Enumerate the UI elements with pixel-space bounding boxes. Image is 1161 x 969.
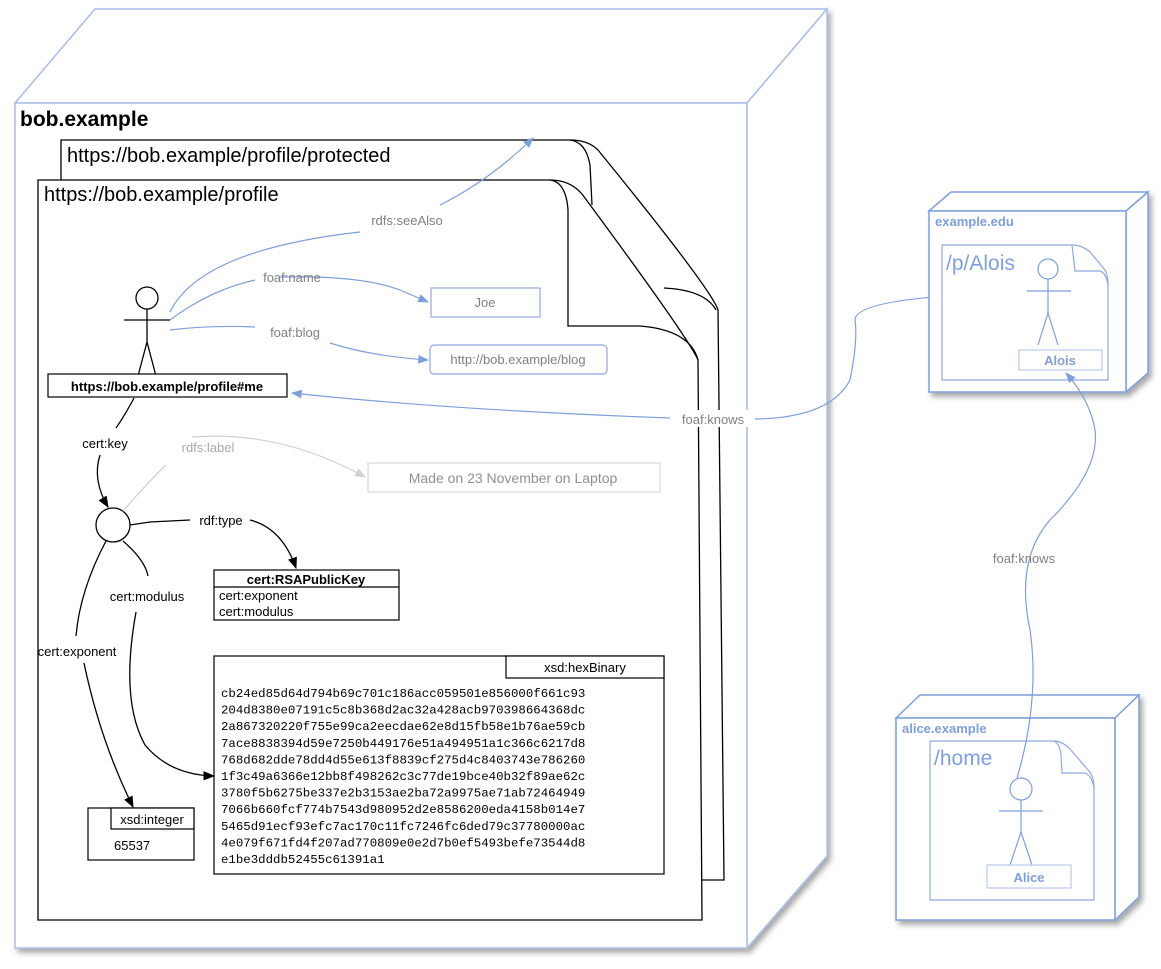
hex-value: cb24ed85d64d794b69c701c186acc059501e8560… (221, 687, 585, 867)
edge-label: rdfs:label (182, 440, 235, 455)
server-label: example.edu (935, 214, 1014, 229)
literal-name: Joe (430, 287, 541, 318)
integer-value: 65537 (114, 838, 150, 853)
document-home[interactable]: /home (929, 740, 1095, 901)
page-fold (569, 139, 593, 206)
edge-label: foaf:blog (270, 325, 320, 340)
edge-foaf-blog: foaf:blog (169, 325, 430, 364)
page-fold-curl (663, 287, 717, 311)
hex-line: 2a867320220f755e99ca2eecdae62e8d15fb58e1… (221, 720, 585, 734)
server-label: alice.example (902, 721, 987, 736)
edge-label: foaf:knows (682, 412, 745, 427)
svg-text:Alice: Alice (1013, 870, 1044, 885)
document-url: https://bob.example/profile/protected (67, 145, 391, 167)
person-icon (124, 286, 170, 377)
page-fold (549, 179, 699, 361)
edge-foaf-name: foaf:name (169, 270, 429, 321)
hex-line: 7066b660fcf774b7543d980952d2e8586200eda4… (221, 803, 585, 817)
edge-foaf-knows-alice-alois: foaf:knows (993, 372, 1097, 779)
datatype-label: xsd:hexBinary (544, 660, 626, 675)
class-rsa-public-key[interactable]: cert:RSAPublicKey cert:exponent cert:mod… (213, 569, 400, 621)
edge-label: rdfs:seeAlso (371, 213, 443, 228)
hex-line: cb24ed85d64d794b69c701c186acc059501e8560… (221, 687, 585, 701)
document-alois[interactable]: /p/Alois (941, 244, 1109, 381)
edge-label: foaf:knows (993, 551, 1056, 566)
person-label-alice[interactable]: Alice (986, 864, 1072, 889)
document-url: https://bob.example/profile (44, 184, 279, 206)
person-label-bob[interactable]: https://bob.example/profile#me (47, 373, 288, 398)
svg-text:https://bob.example/profile#me: https://bob.example/profile#me (71, 379, 263, 394)
key-blank-node[interactable] (95, 507, 131, 543)
document-path: /home (934, 747, 992, 770)
svg-text:Joe: Joe (475, 295, 496, 310)
edge-cert-exponent: cert:exponent (38, 540, 134, 809)
edge-label: cert:modulus (110, 589, 185, 604)
server-bob-example: bob.example https://bob.example/profile/… (13, 6, 829, 951)
server-alice-example: alice.example /home Alice (894, 693, 1141, 922)
datatype-label: xsd:integer (120, 812, 184, 827)
edge-rdfs-label: rdfs:label (122, 435, 366, 512)
svg-text:Made on 23 November on Laptop: Made on 23 November on Laptop (409, 470, 618, 486)
class-attribute: cert:modulus (219, 604, 294, 619)
class-attribute: cert:exponent (219, 588, 298, 603)
svg-text:Alois: Alois (1044, 353, 1076, 368)
server-example-edu: example.edu /p/Alois Alois (926, 190, 1151, 394)
hex-line: 3780f5b6275be337e2b3153ae2ba72a9975ae71a… (221, 787, 585, 801)
hex-line: 768d682dde78dd4d55e613f8839cf275d4c84037… (221, 753, 585, 767)
person-label-alois[interactable]: Alois (1018, 349, 1103, 371)
edge-cert-modulus: cert:modulus (110, 540, 216, 781)
server-side-face (746, 6, 828, 951)
edge-rdf-type: rdf:type (129, 513, 297, 570)
edge-cert-key: cert:key (82, 397, 135, 509)
edge-rdfs-seealso: rdfs:seeAlso (169, 137, 534, 313)
literal-key-label: Made on 23 November on Laptop (367, 462, 661, 493)
class-title: cert:RSAPublicKey (247, 572, 366, 587)
document-path: /p/Alois (946, 252, 1015, 275)
hex-line: 4e079f671fd4f207ad770809e0e2d7b0ef5493be… (221, 836, 585, 850)
person-icon (999, 777, 1043, 866)
hex-line: 204d8380e07191c5c8b368d2ac32a428acb97039… (221, 704, 585, 718)
edge-label: cert:exponent (38, 644, 117, 659)
server-label: bob.example (20, 108, 148, 131)
server-top-face (13, 8, 829, 104)
literal-modulus[interactable]: xsd:hexBinary cb24ed85d64d794b69c701c186… (213, 655, 665, 875)
edge-label: rdf:type (199, 513, 242, 528)
svg-text:http://bob.example/blog: http://bob.example/blog (450, 352, 585, 367)
literal-blog[interactable]: http://bob.example/blog (429, 344, 608, 375)
hex-line: e1be3dddb52455c61391a1 (221, 853, 385, 867)
hex-line: 5465d91ecf93efc7ac170c11fc7246fc6ded79c3… (221, 820, 585, 834)
edge-label: cert:key (82, 436, 128, 451)
literal-exponent[interactable]: xsd:integer 65537 (87, 807, 195, 861)
hex-line: 7ace8838394d59e7250b449176e51a494951a1c3… (221, 737, 585, 751)
edge-label: foaf:name (263, 270, 321, 285)
person-icon (1027, 258, 1071, 346)
hex-line: 1f3c49a6366e12bb8f498262c3c77de19bce40b3… (221, 770, 585, 784)
